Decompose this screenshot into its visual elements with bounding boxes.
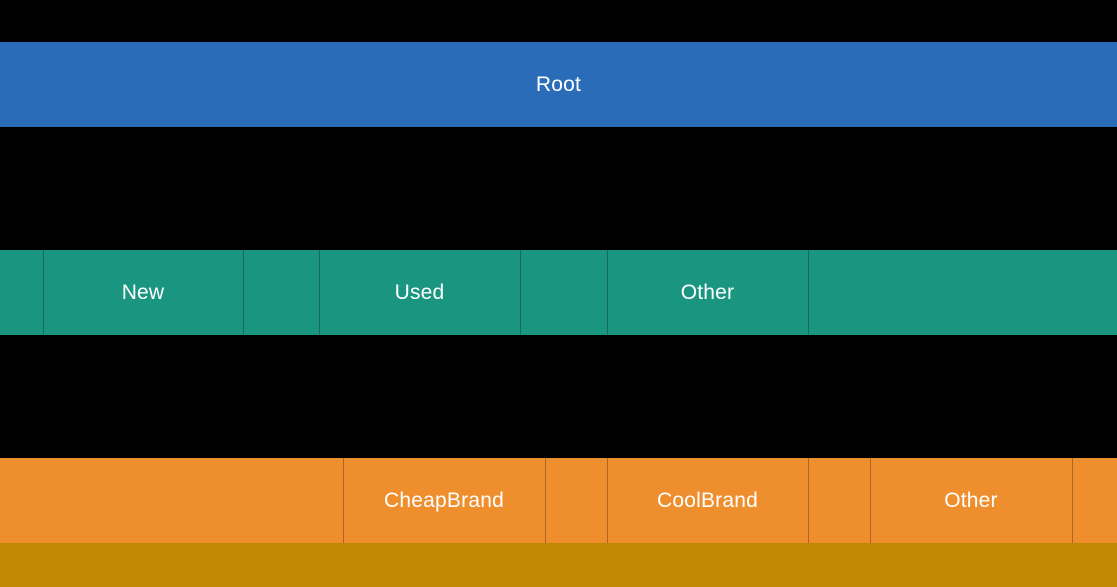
leaf-level bbox=[0, 543, 1117, 587]
icicle-node-unlabeled[interactable] bbox=[0, 458, 343, 543]
icicle-node-new[interactable]: New bbox=[43, 250, 243, 335]
icicle-node-separator bbox=[319, 250, 320, 335]
icicle-node-unlabeled[interactable] bbox=[1072, 458, 1117, 543]
icicle-node-separator bbox=[607, 458, 608, 543]
icicle-node-used[interactable]: Used bbox=[319, 250, 520, 335]
icicle-node-separator bbox=[520, 250, 521, 335]
icicle-node-unlabeled[interactable] bbox=[808, 458, 870, 543]
icicle-node-cheapbrand[interactable]: CheapBrand bbox=[343, 458, 545, 543]
condition-level: New Used Other bbox=[0, 250, 1117, 335]
icicle-node-separator bbox=[870, 458, 871, 543]
brand-level: CheapBrand CoolBrand Other bbox=[0, 458, 1117, 543]
icicle-node-label: CoolBrand bbox=[656, 489, 759, 512]
icicle-node-separator bbox=[607, 250, 608, 335]
icicle-node-separator bbox=[343, 458, 344, 543]
icicle-node-other[interactable]: Other bbox=[870, 458, 1072, 543]
icicle-node-separator bbox=[1072, 458, 1073, 543]
icicle-node-label: CheapBrand bbox=[384, 489, 504, 512]
icicle-node-separator bbox=[243, 250, 244, 335]
icicle-node-separator bbox=[545, 458, 546, 543]
icicle-node-separator bbox=[808, 458, 809, 543]
icicle-node-label: Other bbox=[680, 281, 735, 304]
icicle-node-coolbrand[interactable]: CoolBrand bbox=[607, 458, 808, 543]
icicle-node-label: Root bbox=[535, 73, 582, 96]
icicle-node-unlabeled[interactable] bbox=[0, 250, 43, 335]
icicle-node-label: Other bbox=[944, 489, 998, 512]
icicle-node-label: New bbox=[121, 281, 165, 304]
root-level: Root bbox=[0, 42, 1117, 127]
icicle-node-root[interactable]: Root bbox=[0, 42, 1117, 127]
icicle-node-unlabeled[interactable] bbox=[243, 250, 319, 335]
icicle-node-unlabeled[interactable] bbox=[545, 458, 607, 543]
icicle-node-unlabeled[interactable] bbox=[808, 250, 1117, 335]
icicle-node-other[interactable]: Other bbox=[607, 250, 808, 335]
icicle-node-separator bbox=[808, 250, 809, 335]
icicle-node-unlabeled[interactable] bbox=[520, 250, 607, 335]
icicle-node-separator bbox=[43, 250, 44, 335]
icicle-node-label: Used bbox=[394, 281, 445, 304]
icicle-node-unlabeled[interactable] bbox=[0, 543, 1117, 587]
